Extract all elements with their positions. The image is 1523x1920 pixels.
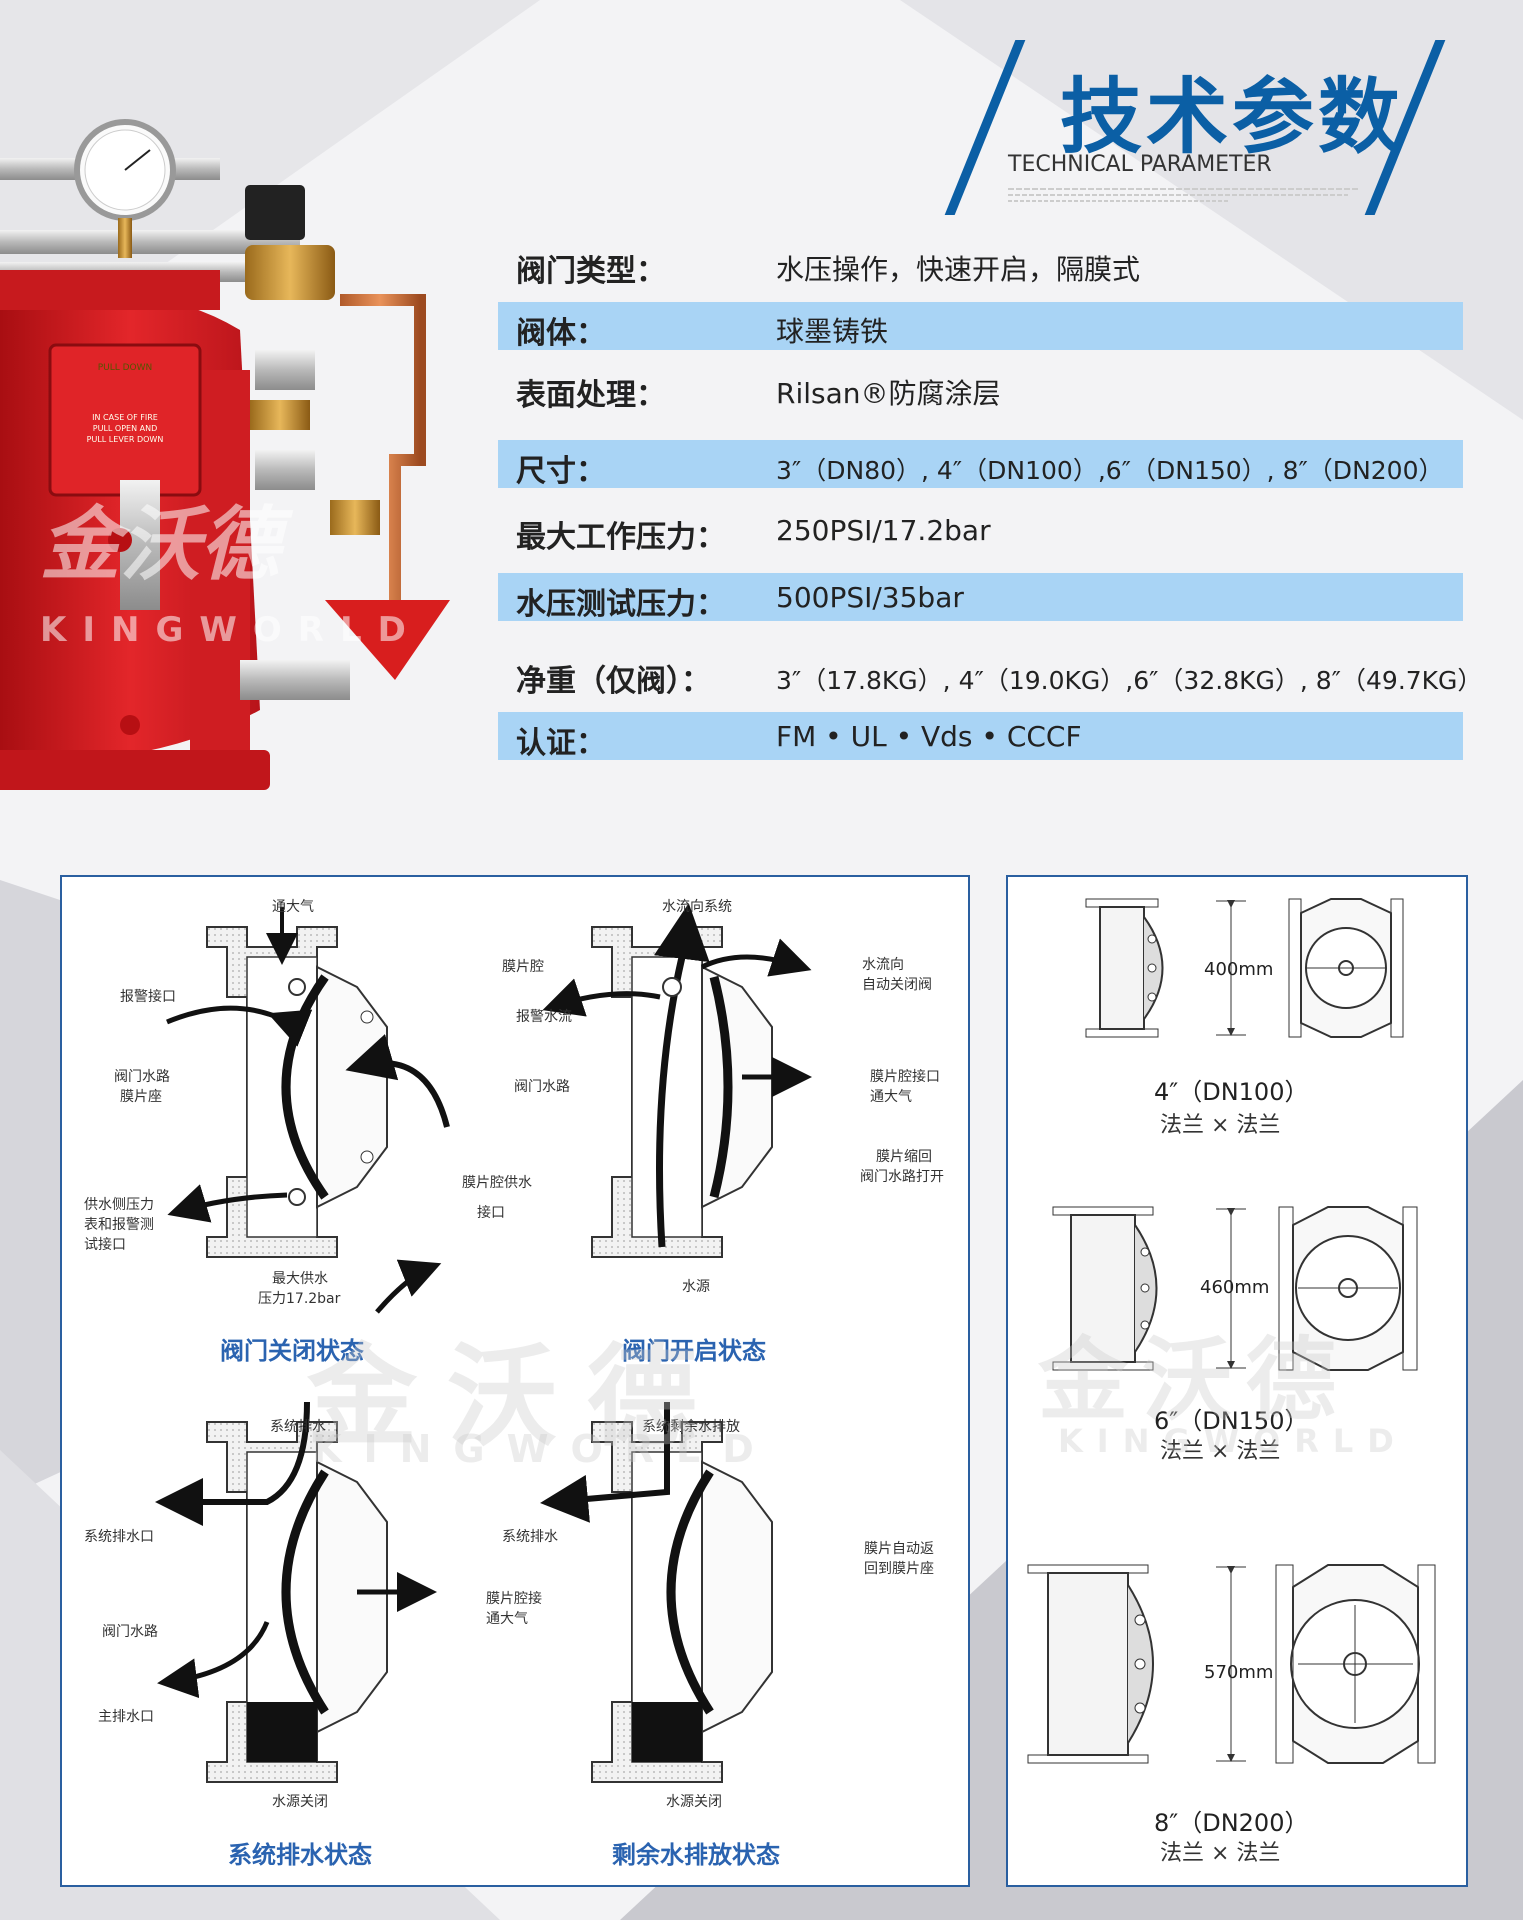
label-source-closed-2: 水源关闭 [666, 1794, 722, 1810]
dim-dn200: 570mm [1204, 1662, 1274, 1683]
deluge-valve-image: PULL DOWN IN CASE OF FIRE PULL OPEN AND … [0, 119, 450, 790]
label-chamber-supply: 膜片腔供水 [462, 1175, 532, 1191]
label-alarm-flow: 报警水流 [516, 1009, 572, 1025]
fine-print [1008, 185, 1368, 208]
param-row-body: 阀体： 球墨铸铁 [498, 302, 1463, 351]
dimensions-drawing [1027, 898, 1436, 1764]
label-source-closed-1: 水源关闭 [272, 1794, 328, 1810]
param-label: 净重（仅阀）： [516, 664, 711, 699]
label-open-vent: 通大气 [870, 1089, 912, 1105]
param-label: 最大工作压力： [516, 520, 726, 555]
label-auto-close: 自动关闭阀 [862, 977, 932, 993]
param-row-max-pressure: 最大工作压力： 250PSI/17.2bar [498, 506, 1463, 555]
param-row-valve-type: 阀门类型： 水压操作，快速开启，隔膜式 [498, 240, 1463, 289]
param-label: 表面处理： [516, 378, 666, 413]
label-chamber-port: 接口 [477, 1205, 505, 1221]
param-value: 球墨铸铁 [776, 315, 889, 348]
operation-states-panel: 通大气 报警接口 膜片腔 阀门水路 膜片座 供水侧压力 表和报警测 试接口 膜片… [60, 875, 970, 1887]
param-label: 认证： [516, 726, 606, 761]
dim-dn100: 400mm [1204, 959, 1274, 980]
label-seat: 膜片座 [120, 1089, 162, 1105]
label-drain-vent: 通大气 [486, 1611, 528, 1627]
valve-diagram-residual [540, 1402, 773, 1783]
label-drain-port: 系统排水口 [84, 1529, 154, 1545]
label-supply-gauge-2: 表和报警测 [84, 1217, 154, 1233]
label-flow-to: 水流向 [862, 957, 904, 973]
fine-print-texture [1008, 188, 1358, 202]
label-residual-drain: 系统剩余水排放 [642, 1419, 740, 1435]
param-row-coating: 表面处理： Rilsan®防腐涂层 [498, 364, 1463, 413]
param-value: 水压操作，快速开启，隔膜式 [776, 253, 1141, 286]
drawing-dn150 [1052, 1206, 1418, 1371]
state-title-residual: 剩余水排放状态 [612, 1841, 780, 1869]
label-to-system: 水流向系统 [662, 899, 732, 915]
label-open-waterway: 阀门水路 [514, 1079, 570, 1095]
label-drain-chamber: 膜片腔接 [486, 1591, 542, 1607]
conn-dn200: 法兰 × 法兰 [1160, 1841, 1281, 1866]
param-label: 尺寸： [516, 454, 606, 489]
label-max-pressure: 压力17.2bar [258, 1291, 341, 1307]
label-supply-gauge-3: 试接口 [84, 1237, 126, 1253]
param-value: 250PSI/17.2bar [776, 514, 991, 547]
valve-diagram-drain [155, 1401, 437, 1783]
drawing-dn200 [1027, 1564, 1436, 1764]
param-label: 水压测试压力： [516, 587, 726, 622]
label-alarm-port: 报警接口 [120, 989, 176, 1005]
size-dn100: 4″（DN100） [1154, 1078, 1309, 1106]
label-drain-waterway: 阀门水路 [102, 1624, 158, 1640]
operation-states-drawing [155, 903, 812, 1783]
label-waterway-open: 阀门水路打开 [860, 1169, 944, 1185]
label-max-supply: 最大供水 [272, 1271, 328, 1287]
label-return-seat: 回到膜片座 [864, 1561, 934, 1577]
dim-dn150: 460mm [1200, 1277, 1270, 1298]
label-auto-return: 膜片自动返 [864, 1541, 934, 1557]
label-supply-gauge-1: 供水侧压力 [84, 1197, 154, 1213]
page-subtitle: TECHNICAL PARAMETER [1008, 152, 1272, 177]
state-title-open: 阀门开启状态 [622, 1337, 766, 1365]
box-label-3: PULL LEVER DOWN [87, 435, 164, 444]
label-system-drain: 系统排水 [270, 1419, 326, 1435]
param-row-certification: 认证： FM • UL • Vds • CCCF [498, 712, 1463, 761]
state-title-drain: 系统排水状态 [228, 1841, 372, 1869]
box-label-1: IN CASE OF FIRE [92, 413, 158, 422]
dimensions-panel: 400mm 4″（DN100） 法兰 × 法兰 460mm 6″（DN150） … [1006, 875, 1468, 1887]
box-top-text: PULL DOWN [98, 363, 153, 373]
param-value: 3″（DN80）, 4″（DN100）,6″（DN150）, 8″（DN200） [776, 456, 1444, 485]
label-chamber-connect: 膜片腔接口 [870, 1069, 940, 1085]
param-label: 阀体： [516, 316, 606, 351]
label-vent: 通大气 [272, 899, 314, 915]
param-label: 阀门类型： [516, 254, 666, 289]
size-dn150: 6″（DN150） [1154, 1407, 1309, 1435]
label-water-source: 水源 [682, 1279, 710, 1295]
param-value: 500PSI/35bar [776, 581, 964, 614]
label-residual-system: 系统排水 [502, 1529, 558, 1545]
state-title-closed: 阀门关闭状态 [220, 1337, 364, 1365]
valve-diagram-closed [166, 907, 450, 1314]
label-main-drain: 主排水口 [98, 1709, 154, 1725]
drawing-dn100 [1085, 898, 1404, 1038]
label-waterway: 阀门水路 [114, 1069, 170, 1085]
conn-dn100: 法兰 × 法兰 [1160, 1113, 1281, 1138]
param-row-test-pressure: 水压测试压力： 500PSI/35bar [498, 573, 1463, 622]
param-value: Rilsan®防腐涂层 [776, 377, 1001, 410]
param-row-size: 尺寸： 3″（DN80）, 4″（DN100）,6″（DN150）, 8″（DN… [498, 440, 1463, 489]
label-diaphragm-chamber: 膜片腔 [502, 959, 544, 975]
param-row-weight: 净重（仅阀）： 3″（17.8KG）, 4″（19.0KG）,6″（32.8KG… [498, 650, 1482, 699]
box-label-2: PULL OPEN AND [93, 424, 157, 433]
label-retract: 膜片缩回 [876, 1149, 932, 1165]
title-block: 技术参数 TECHNICAL PARAMETER [944, 40, 1500, 220]
page-title: 技术参数 [1060, 70, 1405, 165]
param-value: FM • UL • Vds • CCCF [776, 720, 1082, 753]
param-value: 3″（17.8KG）, 4″（19.0KG）,6″（32.8KG）, 8″（49… [776, 666, 1483, 695]
size-dn200: 8″（DN200） [1154, 1809, 1309, 1837]
valve-diagram-open [542, 903, 812, 1258]
conn-dn150: 法兰 × 法兰 [1160, 1439, 1281, 1464]
